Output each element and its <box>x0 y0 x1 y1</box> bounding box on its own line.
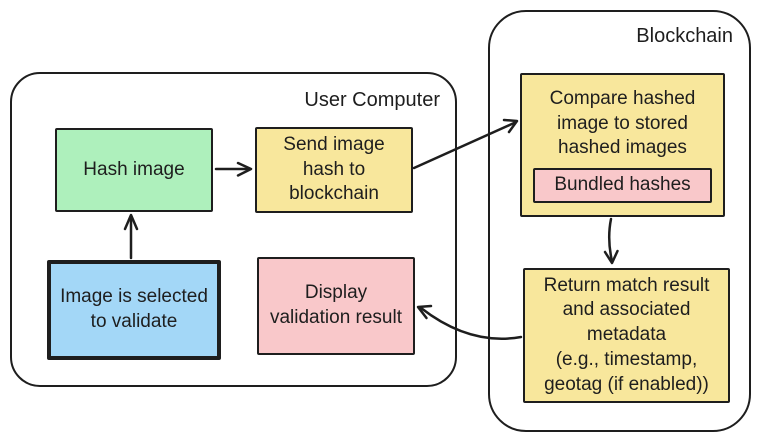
node-compare-hashes-label: Compare hashed image to stored hashed im… <box>549 87 696 159</box>
node-image-selected-label: Image is selected to validate <box>60 286 208 332</box>
node-bundled-hashes-label: Bundled hashes <box>554 174 691 196</box>
node-display-validation-result: Display validation result <box>257 257 415 355</box>
node-hash-image: Hash image <box>55 128 213 212</box>
node-send-hash-label: Send image hash to blockchain <box>283 133 385 205</box>
node-return-result-label: Return match result and associated metad… <box>543 274 710 395</box>
container-label-blockchain: Blockchain <box>636 25 733 47</box>
node-display-result-label: Display validation result <box>269 282 403 328</box>
node-bundled-hashes: Bundled hashes <box>533 168 712 204</box>
node-compare-hashed-images: Compare hashed image to stored hashed im… <box>520 73 725 217</box>
node-return-match-result: Return match result and associated metad… <box>523 268 730 403</box>
node-hash-image-label: Hash image <box>83 158 185 180</box>
container-label-user-computer: User Computer <box>304 89 440 111</box>
node-send-hash-to-blockchain: Send image hash to blockchain <box>255 127 413 213</box>
node-image-selected-to-validate: Image is selected to validate <box>47 260 221 360</box>
